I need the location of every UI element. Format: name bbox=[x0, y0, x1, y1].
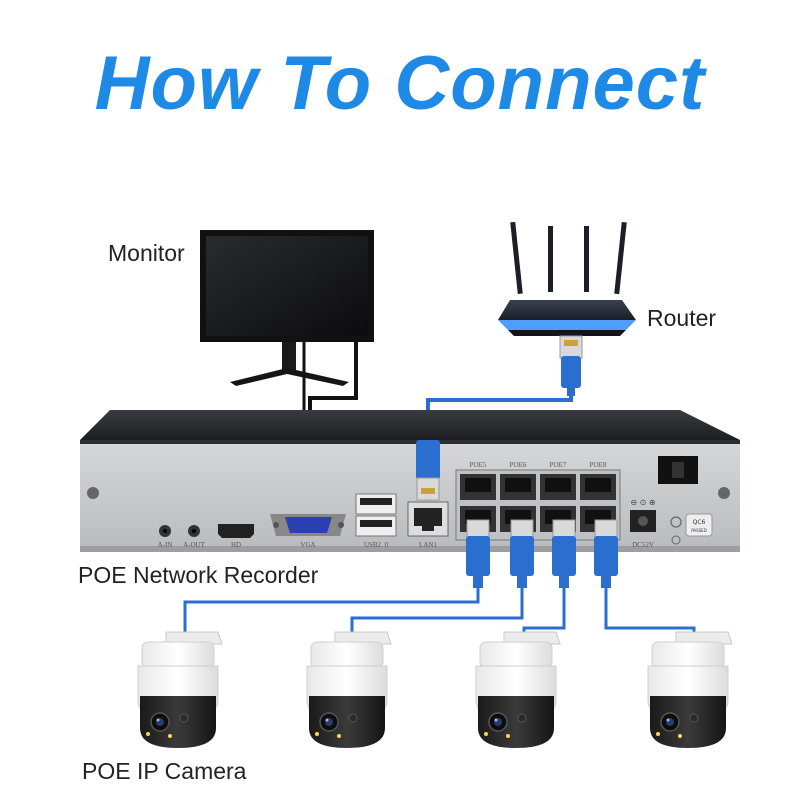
camera-bracket bbox=[165, 631, 223, 645]
poe-ports-top-row bbox=[460, 474, 616, 500]
camera-bracket bbox=[503, 631, 561, 645]
camera-cable-1 bbox=[183, 588, 480, 632]
vga-label: VGA bbox=[300, 541, 315, 549]
poe5-label: POE5 bbox=[470, 461, 487, 469]
hdmi-port bbox=[218, 524, 254, 538]
camera-led-icon bbox=[146, 732, 150, 736]
monitor-label: Monitor bbox=[108, 240, 185, 266]
camera-sensor-icon bbox=[179, 713, 189, 723]
router-antenna-3 bbox=[584, 226, 589, 292]
screw-right bbox=[718, 487, 730, 499]
screw-left bbox=[87, 487, 99, 499]
poe-camera-4 bbox=[647, 631, 733, 748]
poe8-label: POE8 bbox=[590, 461, 607, 469]
recorder-label: POE Network Recorder bbox=[78, 562, 319, 588]
audio-out-label: A-OUT bbox=[183, 541, 205, 549]
router bbox=[498, 221, 636, 336]
ground-screw bbox=[670, 516, 682, 528]
camera-led-icon bbox=[484, 732, 488, 736]
poe-camera-2 bbox=[306, 631, 392, 748]
camera-sensor-icon bbox=[517, 713, 527, 723]
hd-label: HD bbox=[231, 541, 241, 549]
nvr: A-IN A-OUT HD VGA USB2. 0 LAN1 bbox=[80, 410, 740, 552]
poe-camera-1 bbox=[137, 631, 223, 748]
camera-mount bbox=[310, 641, 384, 669]
router-antenna-1 bbox=[510, 221, 523, 295]
polarity-icon: ⊖ ⊙ ⊕ bbox=[630, 498, 655, 507]
camera-head bbox=[140, 696, 216, 748]
monitor-stand bbox=[230, 368, 349, 386]
camera-mount bbox=[141, 641, 215, 669]
camera-label: POE IP Camera bbox=[82, 758, 247, 784]
router-antenna-2 bbox=[548, 226, 553, 292]
qc-label: QC6 bbox=[693, 519, 706, 526]
lan-rj45-plug bbox=[416, 440, 440, 501]
router-label: Router bbox=[647, 305, 717, 331]
camera-mount bbox=[479, 641, 553, 669]
camera-cable-2 bbox=[350, 588, 524, 632]
qc-sticker bbox=[685, 513, 713, 537]
monitor-neck bbox=[282, 342, 296, 372]
router-antenna-4 bbox=[614, 221, 627, 295]
nvr-top bbox=[80, 410, 740, 440]
poe-camera-3 bbox=[475, 631, 561, 748]
ground-icon bbox=[671, 535, 681, 545]
camera-led-icon bbox=[315, 732, 319, 736]
poe-plug-2 bbox=[510, 519, 534, 588]
lan-label: LAN1 bbox=[419, 541, 437, 549]
monitor-screen bbox=[206, 236, 368, 336]
camera-bracket bbox=[334, 631, 392, 645]
camera-head bbox=[309, 696, 385, 748]
camera-cable-4 bbox=[604, 588, 696, 634]
router-body bbox=[498, 300, 636, 320]
camera-led-icon bbox=[656, 732, 660, 736]
router-glow bbox=[498, 320, 636, 330]
camera-sensor-icon bbox=[689, 713, 699, 723]
poe-plug-3 bbox=[552, 519, 576, 588]
camera-head bbox=[478, 696, 554, 748]
usb-label: USB2. 0 bbox=[364, 541, 389, 549]
page-title: How To Connect bbox=[94, 41, 706, 126]
camera-sensor-icon bbox=[348, 713, 358, 723]
router-rj45-plug bbox=[559, 335, 583, 396]
poe7-label: POE7 bbox=[550, 461, 567, 469]
poe-plug-4 bbox=[594, 519, 618, 588]
camera-cable-3 bbox=[522, 588, 566, 634]
camera-bracket bbox=[675, 631, 733, 645]
camera-mount bbox=[651, 641, 725, 669]
qc-passed-label: PASSED bbox=[691, 528, 707, 533]
monitor bbox=[200, 230, 374, 386]
poe6-label: POE6 bbox=[510, 461, 527, 469]
audio-in-label: A-IN bbox=[158, 541, 173, 549]
poe-plug-1 bbox=[466, 519, 490, 588]
power-label: DC52V bbox=[632, 541, 654, 549]
camera-head bbox=[650, 696, 726, 748]
